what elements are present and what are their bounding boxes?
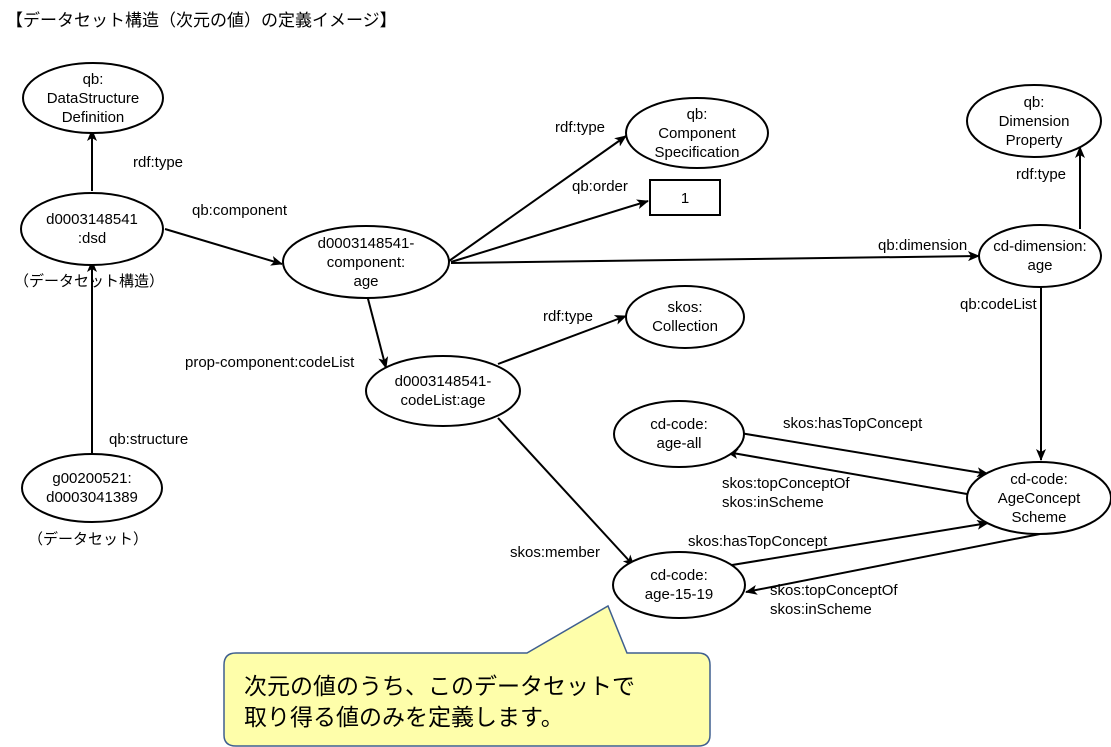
node-label-line: age: [1027, 257, 1052, 274]
node-cd-dimension-age-label: cd-dimension: age: [993, 238, 1086, 274]
edge-label-member: skos:member: [510, 544, 600, 561]
node-datastructure-definition: [22, 62, 164, 134]
node-skos-collection-label: skos: Collection: [652, 299, 718, 335]
node-label-line: age: [353, 273, 378, 290]
edge-dsd-component: [164, 228, 283, 266]
edge-label-dsd-rdf-type: rdf:type: [133, 154, 183, 171]
node-label-line: :dsd: [78, 230, 106, 247]
edge-label-comp-rdf-type: rdf:type: [555, 119, 605, 136]
node-label-line: Specification: [654, 144, 739, 161]
node-label-line: d0003148541-: [318, 235, 415, 252]
node-order-value: [649, 179, 721, 216]
node-component-specification: [625, 97, 769, 169]
callout-text: 次元の値のうち、このデータセットで 取り得る値のみを定義します。: [244, 672, 694, 734]
edge-codelist-rdf-type: [497, 315, 627, 365]
edge-label-dimension: qb:dimension: [878, 237, 967, 254]
callout-bubble: [223, 604, 711, 747]
edge-label-codelist-prop: prop-component:codeList: [185, 354, 355, 371]
node-label-line: d0003041389: [46, 489, 138, 506]
node-label-line: Collection: [652, 318, 718, 335]
edge-label-top-of-15-2: skos:inScheme: [770, 601, 872, 618]
node-label-line: qb:: [1024, 94, 1045, 111]
node-cd-dimension-age: [978, 224, 1102, 288]
node-label-line: Dimension: [999, 113, 1070, 130]
node-label-line: codeList:age: [400, 392, 485, 409]
edge-component-rdf-type: [448, 135, 627, 262]
node-label-line: Property: [1006, 132, 1063, 149]
edge-scheme-topconceptof-age15: [745, 533, 1041, 595]
node-codelist-age: [365, 355, 521, 427]
edge-component-order: [450, 199, 649, 263]
node-component-age-label: d0003148541- component: age: [318, 235, 415, 290]
node-label-line: qb:: [687, 106, 708, 123]
node-label-line: age-all: [656, 435, 701, 452]
edge-codelist-member: [497, 417, 635, 567]
node-order-value-label: 1: [681, 190, 689, 207]
node-label-line: cd-code:: [650, 416, 708, 433]
node-label-line: skos:: [667, 299, 702, 316]
callout-line-1: 次元の値のうち、このデータセットで: [244, 674, 635, 700]
diagram-title: 【データセット構造（次元の値）の定義イメージ】: [6, 11, 397, 31]
callout-line-2: 取り得る値のみを定義します。: [244, 705, 564, 731]
node-label-line: 1: [681, 190, 689, 207]
node-age-15-19-label: cd-code: age-15-19: [645, 567, 713, 603]
node-label-line: cd-code:: [650, 567, 708, 584]
node-label-line: g00200521:: [52, 470, 131, 487]
edge-label-component: qb:component: [192, 202, 288, 219]
node-dsd: [20, 192, 164, 266]
dsd-note: （データセット構造）: [14, 272, 164, 290]
node-label-line: AgeConcept: [998, 490, 1081, 507]
edge-component-dimension: [450, 251, 980, 264]
node-label-line: cd-code:: [1010, 471, 1068, 488]
edge-label-top-of-all-1: skos:topConceptOf: [722, 475, 850, 492]
edge-label-has-top-all: skos:hasTopConcept: [783, 415, 923, 432]
node-label-line: qb:: [83, 71, 104, 88]
edge-label-order: qb:order: [572, 178, 628, 195]
node-age-all-label: cd-code: age-all: [650, 416, 708, 452]
node-label-line: cd-dimension:: [993, 238, 1086, 255]
edge-component-codelist: [366, 294, 389, 369]
edge-label-collection-rdf-type: rdf:type: [543, 308, 593, 325]
node-label-line: DataStructure: [47, 90, 140, 107]
edge-label-top-of-all-2: skos:inScheme: [722, 494, 824, 511]
node-label-line: Scheme: [1011, 509, 1066, 526]
node-dataset: [21, 453, 163, 523]
node-label-line: Component: [658, 125, 736, 142]
edge-label-structure: qb:structure: [109, 431, 188, 448]
edge-label-dim-rdf-type: rdf:type: [1016, 166, 1066, 183]
node-age-all: [613, 400, 745, 468]
edge-label-has-top-15: skos:hasTopConcept: [688, 533, 828, 550]
node-label-line: age-15-19: [645, 586, 713, 603]
edge-age15-hastopconcept: [725, 519, 989, 567]
node-dataset-label: g00200521: d0003041389: [46, 470, 138, 506]
edge-scheme-topconceptof-ageall: [726, 448, 968, 495]
node-dsd-label: d0003148541 :dsd: [46, 211, 138, 247]
node-skos-collection: [625, 285, 745, 349]
node-codelist-age-label: d0003148541- codeList:age: [395, 373, 492, 409]
edge-label-top-of-15-1: skos:topConceptOf: [770, 582, 898, 599]
node-label-line: d0003148541: [46, 211, 138, 228]
node-label-line: component:: [327, 254, 405, 271]
edge-ageall-hastopconcept: [739, 432, 989, 478]
node-label-line: d0003148541-: [395, 373, 492, 390]
node-component-age: [282, 225, 450, 299]
node-age-concept-scheme: [966, 461, 1111, 535]
node-age-15-19: [612, 551, 746, 619]
node-dimension-property: [966, 84, 1102, 158]
node-label-line: Definition: [62, 109, 125, 126]
dataset-note: （データセット）: [28, 530, 148, 548]
edge-label-dim-codelist: qb:codeList: [960, 296, 1038, 313]
